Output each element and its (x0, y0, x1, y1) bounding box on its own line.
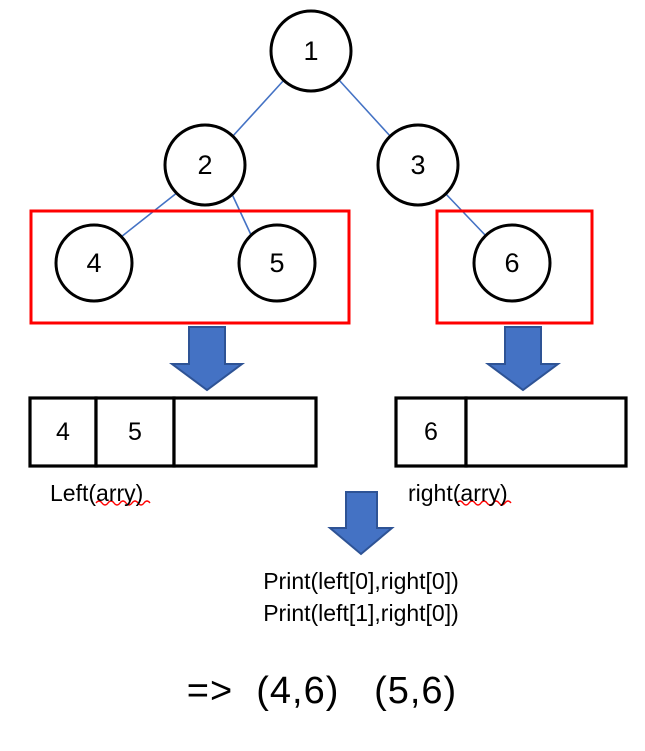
highlight-boxes (29, 209, 594, 325)
bottom-down-arrow (327, 491, 395, 556)
left-array-cell-2[interactable] (172, 396, 318, 468)
left-array-cell-0-value: 4 (56, 418, 70, 446)
tree-node-2-label: 2 (197, 150, 213, 180)
left-caption-squiggle-icon (95, 500, 151, 506)
edge-1-2 (231, 79, 285, 138)
edge-1-3 (338, 79, 392, 138)
edge-2-4 (120, 191, 179, 238)
left-array-cells (28, 396, 318, 468)
tree-node-5[interactable] (237, 223, 317, 303)
tree-node-4[interactable] (54, 223, 134, 303)
right-array-caption: right(arry) (408, 480, 508, 506)
left-leaves-box (29, 209, 351, 325)
print-statement-1: Print(left[1],right[0]) (263, 600, 459, 626)
right-down-arrow (484, 326, 562, 392)
tree-node-4-label: 4 (86, 248, 102, 278)
tree-node-6-label: 6 (504, 248, 520, 278)
left-array-cell-1-value: 5 (128, 418, 142, 446)
tree-node-2[interactable] (163, 123, 247, 207)
left-array-cell-0[interactable] (28, 396, 98, 468)
tree-node-1-label: 1 (303, 36, 319, 66)
block-arrows (168, 326, 562, 556)
right-caption-squiggle-icon (456, 500, 512, 506)
tree-node-3-label: 3 (410, 150, 426, 180)
edge-2-5 (230, 191, 253, 238)
tree-node-5-label: 5 (269, 248, 285, 278)
edge-3-6 (443, 191, 488, 238)
left-array-caption: Left(arry) (50, 480, 144, 506)
tree-nodes (54, 9, 552, 303)
print-statement-0: Print(left[0],right[0]) (263, 568, 459, 594)
left-down-arrow (168, 326, 246, 392)
tree-node-3[interactable] (376, 123, 460, 207)
spellcheck-underlines (95, 500, 512, 506)
tree-node-6[interactable] (472, 223, 552, 303)
right-array-cell-0[interactable] (394, 396, 468, 468)
right-array-cell-0-value: 6 (424, 418, 438, 446)
result-output: => (4,6) (5,6) (186, 670, 458, 712)
right-array-cell-1[interactable] (464, 396, 628, 468)
right-array-cells (394, 396, 628, 468)
tree-node-1[interactable] (269, 9, 353, 93)
right-leaves-box (435, 209, 594, 325)
tree-edges (120, 79, 488, 238)
